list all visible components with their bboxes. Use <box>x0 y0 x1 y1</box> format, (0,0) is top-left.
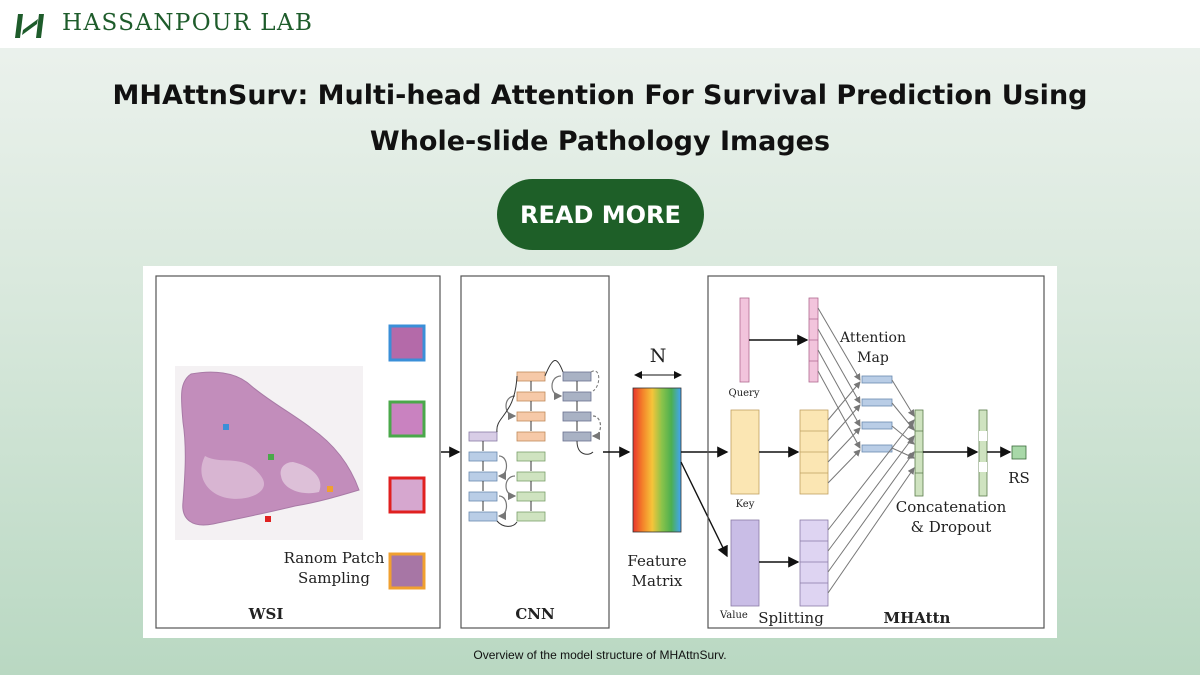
patch-marker-blue <box>223 424 229 430</box>
query-vector <box>739 297 750 383</box>
figure-caption: Overview of the model structure of MHAtt… <box>473 648 727 662</box>
split-value <box>799 519 829 607</box>
patch-sampling-label-1: Ranom Patch <box>284 549 385 567</box>
attention-map-label-2: Map <box>857 350 889 366</box>
mhattn-panel <box>707 275 1045 629</box>
key-label: Key <box>736 499 755 510</box>
cnn-layers <box>468 360 602 527</box>
title-line-1: MHAttnSurv: Multi-head Attention For Sur… <box>112 80 1088 111</box>
model-diagram: Ranom Patch Sampling WSI <box>155 275 1045 629</box>
dropout-vector <box>978 409 988 497</box>
cnn-panel-label: CNN <box>515 605 555 623</box>
read-more-button[interactable]: READ MORE <box>497 179 704 250</box>
mhattn-panel-label: MHAttn <box>884 609 951 627</box>
attention-map-vectors <box>861 375 893 453</box>
lab-logo-icon[interactable] <box>14 10 48 40</box>
title-line-2: Whole-slide Pathology Images <box>369 126 831 157</box>
patch-sampling-label-2: Sampling <box>298 569 370 587</box>
attention-map-label-1: Attention <box>839 330 906 346</box>
splitting-label: Splitting <box>758 609 824 627</box>
article-title: MHAttnSurv: Multi-head Attention For Sur… <box>100 73 1100 165</box>
feature-matrix <box>632 387 682 533</box>
concat-vector <box>914 409 924 497</box>
concat-label-2: & Dropout <box>911 518 992 536</box>
n-label: N <box>650 345 667 367</box>
value-matrix <box>730 519 760 607</box>
patch-thumbnails <box>388 324 426 590</box>
query-label: Query <box>729 388 760 399</box>
concat-label-1: Concatenation <box>896 498 1007 516</box>
patch-marker-green <box>268 454 274 460</box>
risk-score-box <box>1011 445 1027 460</box>
model-figure: Ranom Patch Sampling WSI <box>143 266 1057 638</box>
header-bar: HASSANPOUR LAB <box>0 0 1200 48</box>
feature-matrix-label-1: Feature <box>627 552 686 570</box>
lab-name[interactable]: HASSANPOUR LAB <box>62 10 314 36</box>
key-matrix <box>730 409 760 495</box>
value-label: Value <box>719 610 748 621</box>
patch-marker-red <box>265 516 271 522</box>
patch-marker-orange <box>327 486 333 492</box>
rs-label: RS <box>1008 469 1030 487</box>
feature-matrix-label-2: Matrix <box>632 572 683 590</box>
wsi-panel <box>155 275 441 629</box>
wsi-panel-label: WSI <box>248 605 284 623</box>
